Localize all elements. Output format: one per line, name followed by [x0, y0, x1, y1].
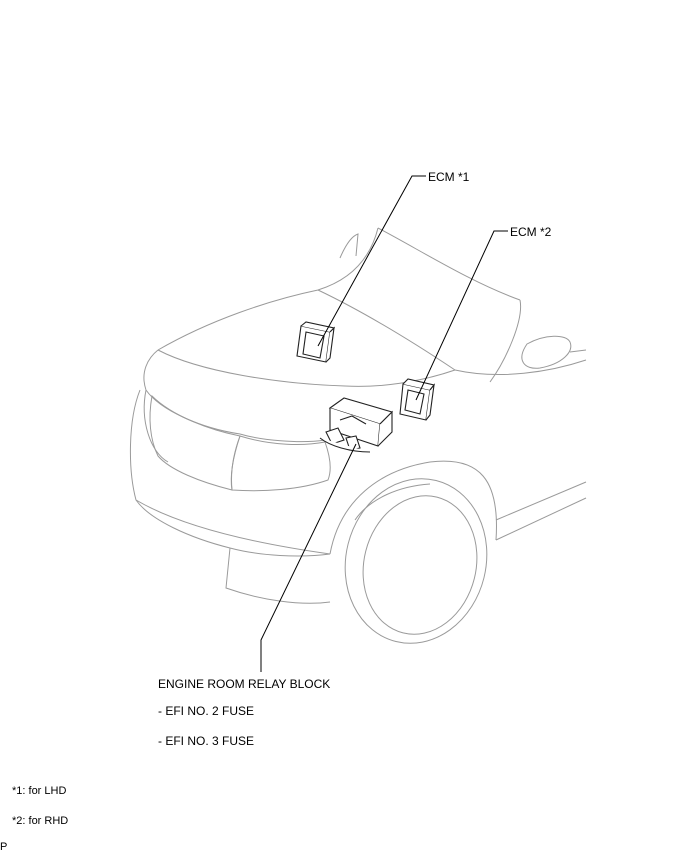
ecm-rhd-unit	[399, 378, 435, 421]
ecm-rhd-label: ECM *2	[510, 225, 552, 239]
corner-mark: P	[0, 841, 8, 853]
ecm-lhd-leader	[317, 175, 426, 347]
relay-block-unit	[319, 397, 394, 453]
fuse-2-label: - EFI NO. 2 FUSE	[158, 704, 255, 718]
ecm-lhd-label: ECM *1	[428, 170, 470, 184]
ecm-lhd-unit	[296, 321, 336, 363]
ecm-rhd-leader	[415, 230, 508, 401]
fuse-3-label: - EFI NO. 3 FUSE	[158, 734, 255, 748]
note-lhd: *1: for LHD	[12, 785, 67, 797]
note-rhd: *2: for RHD	[12, 815, 69, 827]
relay-block-label: ENGINE ROOM RELAY BLOCK	[158, 677, 331, 691]
relay-block-leader	[260, 443, 357, 672]
vehicle-outline	[129, 227, 587, 644]
leader-lines	[260, 175, 508, 672]
